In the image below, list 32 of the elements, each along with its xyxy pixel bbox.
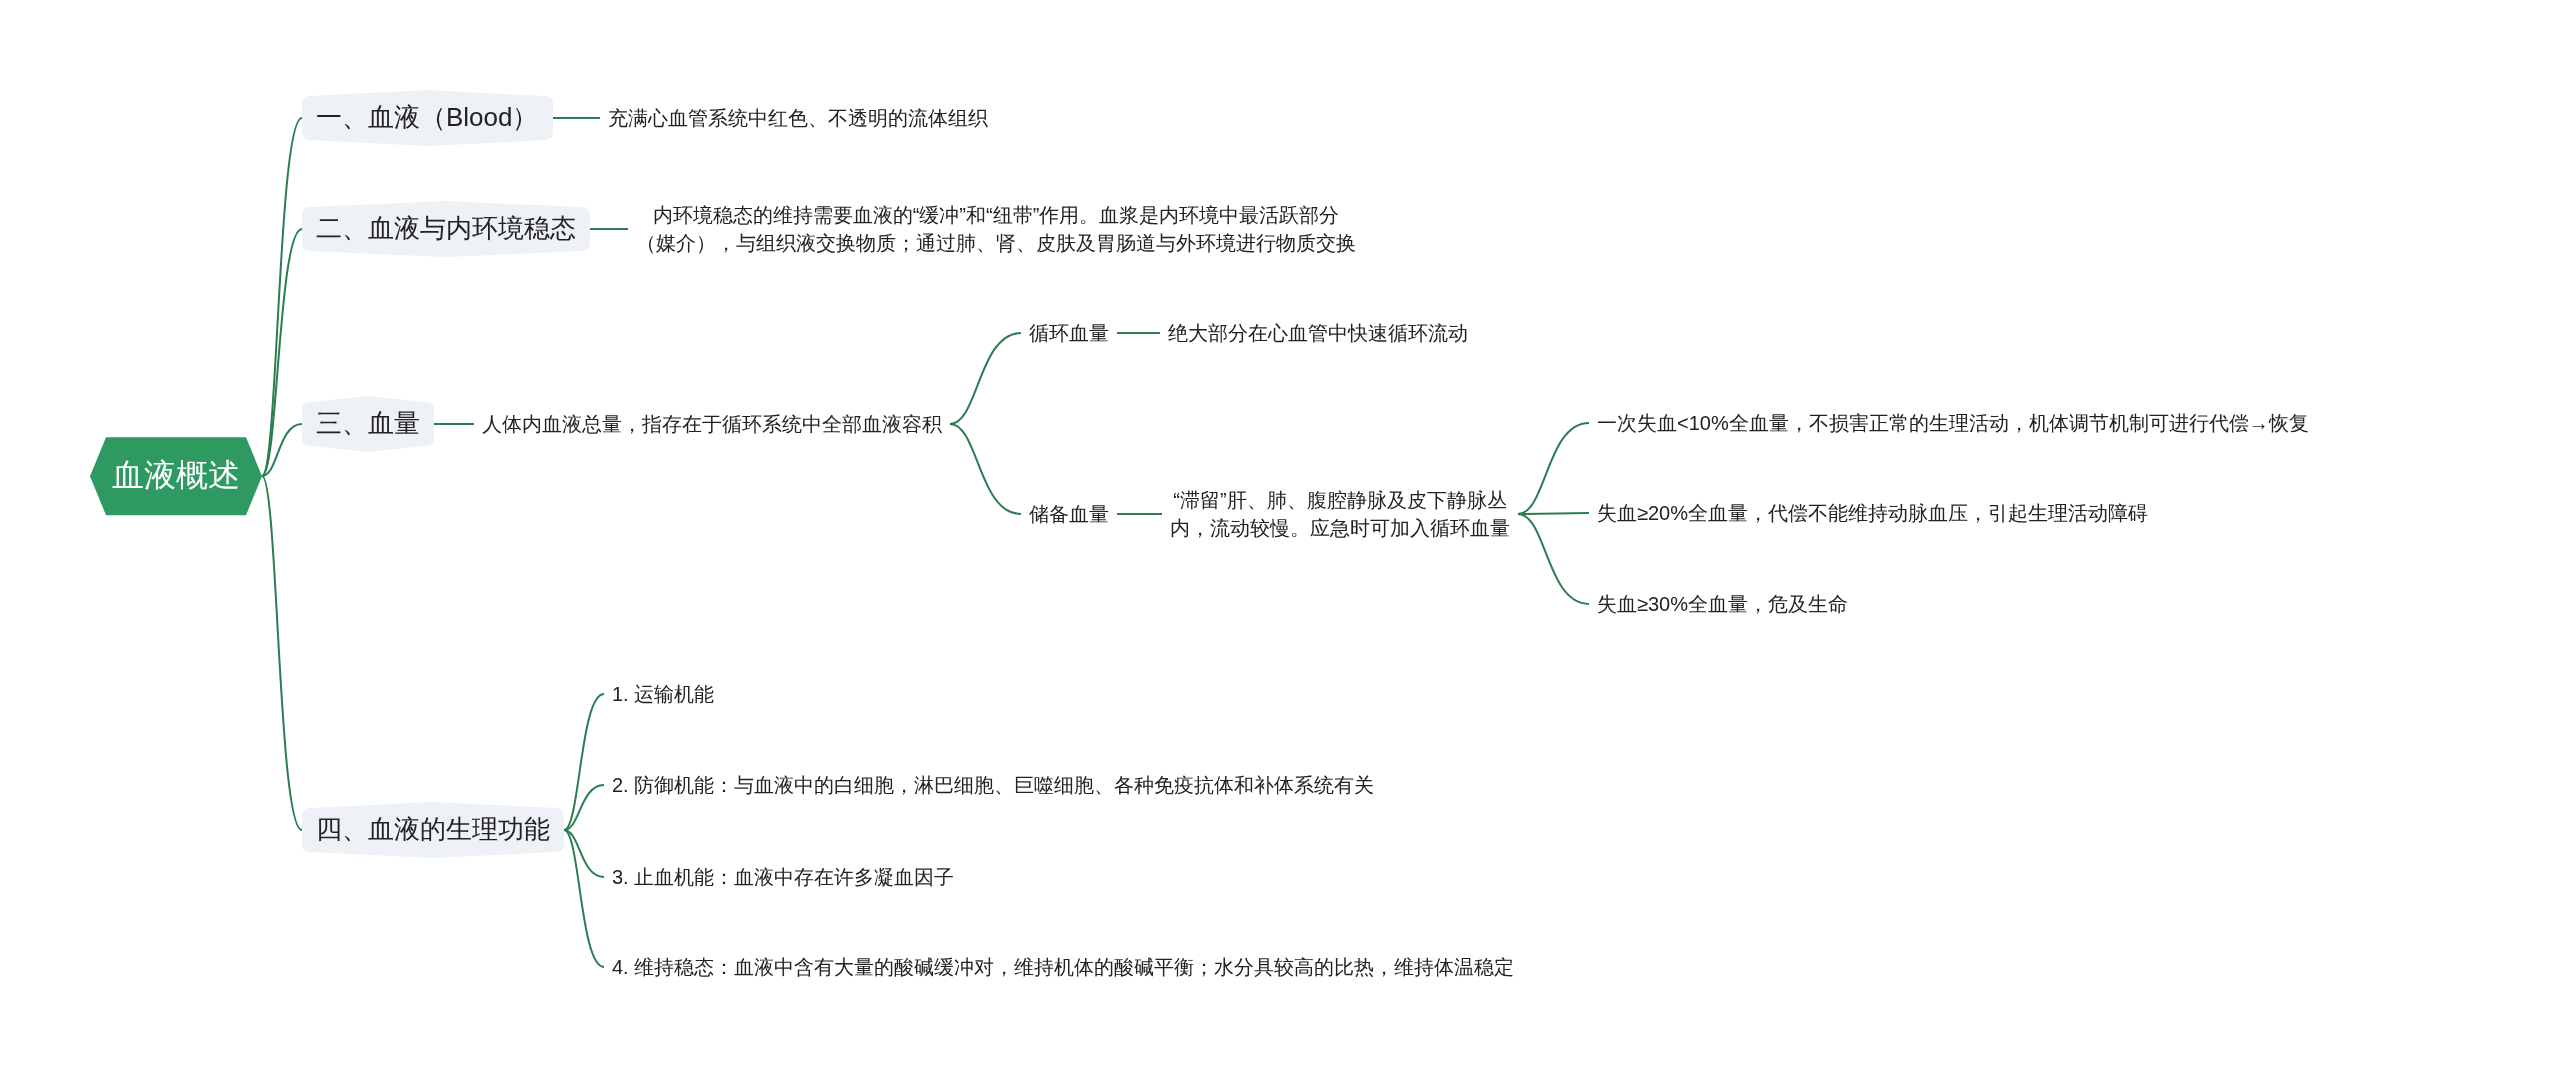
branch-text: 充满心血管系统中红色、不透明的流体组织 <box>600 101 996 135</box>
branch-text: 失血≥30%全血量，危及生命 <box>1589 587 1856 621</box>
topic-box: 四、血液的生理功能 <box>302 802 564 858</box>
branch-text: 失血≥20%全血量，代偿不能维持动脉血压，引起生理活动障碍 <box>1589 496 2156 530</box>
branch-text: 1. 运输机能 <box>604 677 723 711</box>
branch-text: 内环境稳态的维持需要血液的“缓冲”和“纽带”作用。血浆是内环境中最活跃部分（媒介），与组织液交换物质；通过肺、肾、皮肤及胃肠道与外环境进行物质交换 <box>628 198 1364 260</box>
branch-line <box>261 228 303 477</box>
branch-text: 2. 防御机能：与血液中的白细胞，淋巴细胞、巨噬细胞、各种免疫抗体和补体系统有关 <box>604 768 1383 802</box>
branch-line <box>1116 513 1163 515</box>
topic-box: 一、血液（Blood） <box>302 90 553 146</box>
branch-text: 一次失血<10%全血量，不损害正常的生理活动，机体调节机制可进行代偿→恢复 <box>1589 406 2317 440</box>
branch-text: 绝大部分在心血管中快速循环流动 <box>1160 316 1476 350</box>
branch-line <box>949 423 1022 515</box>
topic-box: 三、血量 <box>302 396 434 452</box>
branch-line <box>1116 332 1161 334</box>
central-hexagon: 血液概述 <box>90 437 262 515</box>
branch-text: 人体内血液总量，指存在于循环系统中全部血液容积 <box>474 407 950 441</box>
branch-line <box>563 693 605 831</box>
branch-line <box>563 829 605 878</box>
branch-text: 循环血量 <box>1021 316 1117 350</box>
branch-line <box>563 829 605 968</box>
branch-line <box>261 117 303 477</box>
branch-line <box>1517 513 1590 605</box>
branch-text: 储备血量 <box>1021 497 1117 531</box>
branch-line <box>261 423 303 477</box>
branch-line <box>589 228 629 230</box>
branch-line <box>261 475 303 831</box>
branch-text: 4. 维持稳态：血液中含有大量的酸碱缓冲对，维持机体的酸碱平衡；水分具较高的比热，维持体温稳定 <box>604 950 1523 984</box>
topic-box: 二、血液与内环境稳态 <box>302 201 590 257</box>
branch-text: “滞留”肝、肺、腹腔静脉及皮下静脉丛内，流动较慢。应急时可加入循环血量 <box>1162 483 1518 545</box>
branch-line <box>433 423 475 425</box>
branch-text: 3. 止血机能：血液中存在许多凝血因子 <box>604 860 963 894</box>
